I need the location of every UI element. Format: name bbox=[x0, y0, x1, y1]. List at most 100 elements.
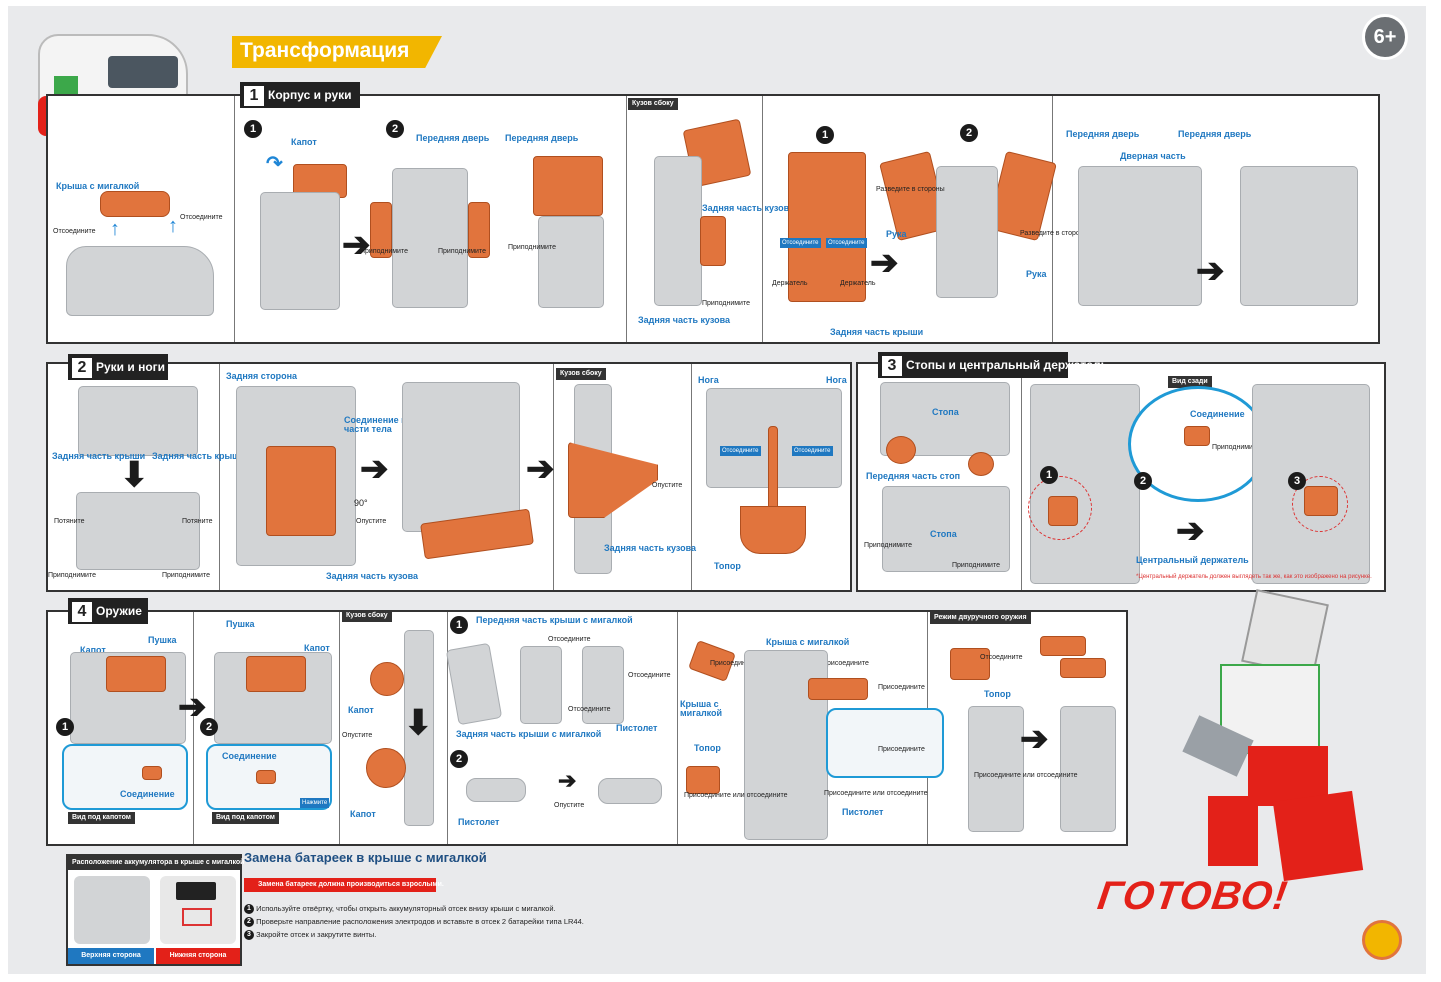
age-badge: 6+ bbox=[1362, 14, 1408, 60]
label-lift: Приподнимите bbox=[508, 244, 556, 251]
hood-orange-a bbox=[106, 656, 166, 692]
arrow-down: ⬇ bbox=[120, 456, 149, 494]
label-gun: Пушка bbox=[148, 635, 177, 645]
done-text: ГОТОВО! bbox=[1094, 874, 1291, 918]
arrow-curve: ↷ bbox=[266, 153, 283, 175]
title-banner bbox=[232, 36, 442, 68]
label-rear-roof: Задняя часть крыши bbox=[830, 327, 924, 337]
robot-arms-closed bbox=[1240, 166, 1358, 306]
label-leg: Нога bbox=[826, 375, 847, 385]
label-attach: Присоедините bbox=[822, 660, 869, 667]
label-front-door: Передняя дверь bbox=[1178, 129, 1252, 139]
step-circle: 1 bbox=[244, 120, 262, 138]
battery-title: Замена батареек в крыше с мигалкой bbox=[244, 850, 487, 865]
arrow-down: ⬇ bbox=[404, 704, 433, 742]
step-circle: 2 bbox=[450, 750, 468, 768]
label-pull: Потяните bbox=[182, 518, 213, 525]
label-lift: Приподнимите bbox=[864, 542, 912, 549]
label-pull: Потяните bbox=[54, 518, 85, 525]
step-circle: 2 bbox=[386, 120, 404, 138]
tag-body-side: Кузов сбоку bbox=[628, 98, 678, 110]
tag-body-side: Кузов сбоку bbox=[342, 610, 392, 622]
label-arm: Рука bbox=[886, 229, 907, 239]
label-lift: Приподнимите bbox=[360, 248, 408, 255]
chip-detach: Отсоедините bbox=[780, 238, 821, 248]
step-circle: 2 bbox=[960, 124, 978, 142]
step-circle: 1 bbox=[56, 718, 74, 736]
arrow-next: ➔ bbox=[526, 450, 555, 488]
step-circle: 1 bbox=[244, 904, 254, 915]
label-holder: Держатель bbox=[840, 280, 876, 287]
roof-bottom-image bbox=[160, 876, 236, 944]
robot-core bbox=[936, 166, 998, 298]
label-pistol: Пистолет bbox=[842, 807, 884, 817]
label-back-side: Задняя сторона bbox=[226, 371, 298, 381]
label-joint: Соединение bbox=[120, 789, 175, 799]
label-attach-or-detach: Присоедините или отсоедините bbox=[974, 772, 1078, 779]
label-joint: Соединение bbox=[1190, 409, 1245, 419]
label-front-roof: Передняя часть крыши с мигалкой bbox=[476, 615, 633, 625]
label-rear-roof: Задняя часть крыши с мигалкой bbox=[456, 729, 602, 739]
roof-part-right bbox=[808, 678, 868, 700]
roof-front-b bbox=[520, 646, 562, 724]
label-leg: Нога bbox=[698, 375, 719, 385]
battery-step-3: Закройте отсек и закрутите винты. bbox=[256, 930, 377, 939]
detail-box bbox=[826, 708, 944, 778]
label-axe: Топор bbox=[984, 689, 1011, 699]
label-rear-body: Задняя часть кузова bbox=[702, 203, 795, 213]
chip-detach: Отсоедините bbox=[826, 238, 867, 248]
label-door-part: Дверная часть bbox=[1120, 151, 1186, 161]
battery-steps: 1 Используйте отвёртку, чтобы открыть ак… bbox=[244, 902, 584, 941]
label-lift: Приподнимите bbox=[438, 248, 486, 255]
step-circle: 3 bbox=[1288, 472, 1306, 490]
robot-side-b bbox=[402, 382, 520, 532]
robot-two-hand-a bbox=[968, 706, 1024, 832]
under-hood-box-a bbox=[62, 744, 188, 810]
side-view-body bbox=[654, 156, 702, 306]
tag-two-hand-mode: Режим двуручного оружия bbox=[930, 612, 1031, 624]
side-body bbox=[404, 630, 434, 826]
label-front-door: Передняя дверь bbox=[505, 133, 579, 143]
label-arm: Рука bbox=[1026, 269, 1047, 279]
arrow-next: ➔ bbox=[1020, 720, 1049, 758]
leg-orange-a bbox=[266, 446, 336, 536]
label-attach-or-detach: Присоедините или отсоедините bbox=[824, 790, 928, 797]
robot-two-hand-b bbox=[1060, 706, 1116, 832]
label-foot: Стопа bbox=[932, 407, 959, 417]
label-rear-roof: Задняя часть крыши bbox=[52, 451, 146, 461]
label-spread: Разведите в стороны bbox=[876, 186, 945, 193]
label-rear-body: Задняя часть кузова bbox=[638, 315, 731, 325]
arrow-next: ➔ bbox=[1176, 512, 1205, 550]
step-circle: 3 bbox=[244, 930, 254, 941]
label-foot: Стопа bbox=[930, 529, 957, 539]
chip-detach: Отсоедините bbox=[720, 446, 761, 456]
label-detach: Отсоедините bbox=[568, 706, 611, 713]
title-text: Трансформация bbox=[240, 39, 410, 62]
step-circle: 2 bbox=[244, 917, 254, 928]
battery-warning: Замена батареек должна производиться взр… bbox=[244, 878, 444, 892]
label-detach: Отсоедините bbox=[548, 636, 591, 643]
rear-body-part bbox=[700, 216, 726, 266]
tag-rear-view: Вид сзади bbox=[1168, 376, 1212, 388]
label-lift: Приподнимите bbox=[48, 572, 96, 579]
door-left bbox=[370, 202, 392, 258]
label-front-door: Передняя дверь bbox=[1066, 129, 1140, 139]
hood-gun-b bbox=[366, 748, 406, 788]
label-front-door: Передняя дверь bbox=[416, 133, 490, 143]
final-robot-image bbox=[1148, 589, 1398, 906]
tag-body-side: Кузов сбоку bbox=[556, 368, 606, 380]
step-circle: 1 bbox=[816, 126, 834, 144]
label-upper-joint: Соединение в верхней части тела bbox=[344, 415, 446, 435]
roof-part bbox=[100, 191, 170, 217]
label-detach: Отсоедините bbox=[980, 654, 1023, 661]
highlight-circle bbox=[1028, 476, 1092, 540]
robot-bottom bbox=[76, 492, 200, 570]
brand-logo bbox=[1362, 920, 1402, 960]
battery-location-title: Расположение аккумулятора в крыше с мига… bbox=[68, 856, 244, 870]
joint-part bbox=[1184, 426, 1210, 446]
arrow-up: ↑ bbox=[110, 218, 120, 240]
vehicle-body bbox=[260, 192, 340, 310]
weapon-c bbox=[1060, 658, 1106, 678]
arrow-next: ➔ bbox=[558, 768, 577, 793]
